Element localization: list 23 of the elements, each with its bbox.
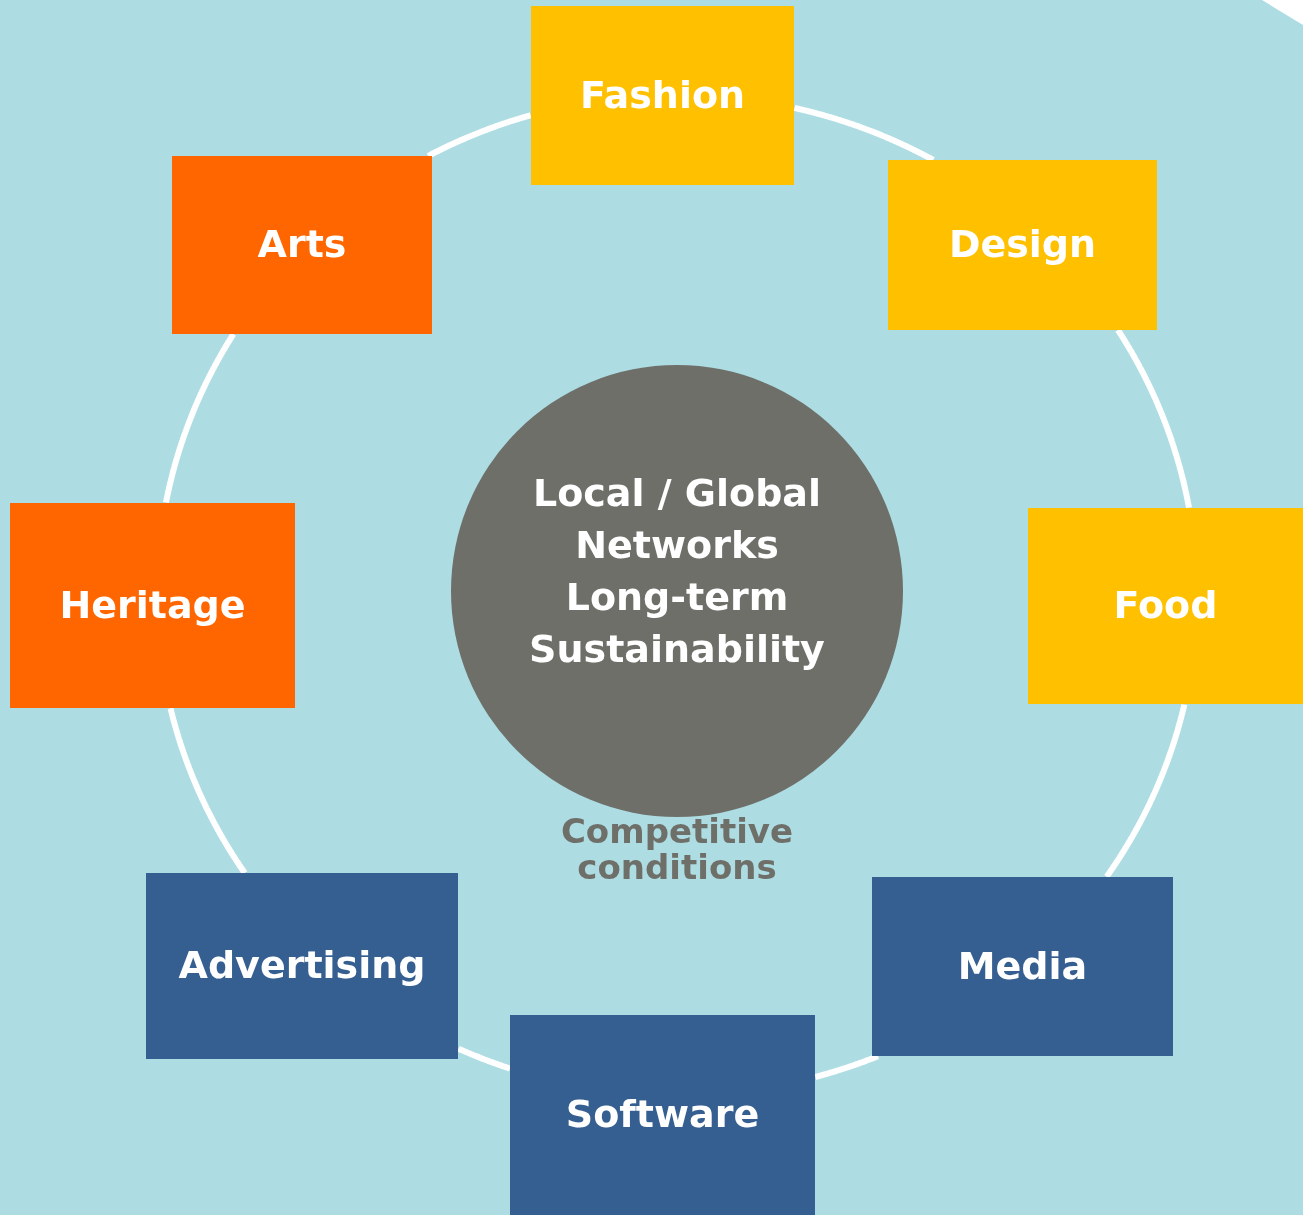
ring-arc [1104,702,1188,880]
box-label: Design [948,221,1097,269]
sector-box [1028,508,1303,704]
box-label: Fashion [579,71,746,119]
box-label: Advertising [178,942,426,990]
box-label: Arts [257,221,347,269]
sector-box [888,160,1157,330]
sector-box [10,503,295,708]
box-label: Media [957,942,1088,990]
sector-box [510,1015,815,1215]
circle-text: Networks [575,522,779,569]
box-label: Food [1113,582,1218,630]
box-label: Software [565,1091,760,1139]
ring-arc [425,112,533,159]
circle-text: Long-term [565,574,789,621]
sector-box [146,873,458,1059]
box-label: Heritage [59,581,246,629]
caption-text: Competitive conditions [559,813,795,885]
circle-text: Sustainability [529,626,825,673]
sector-box [872,877,1173,1056]
circle-text: Local / Global [532,470,821,517]
sector-box [172,156,432,334]
sector-box [531,6,794,185]
